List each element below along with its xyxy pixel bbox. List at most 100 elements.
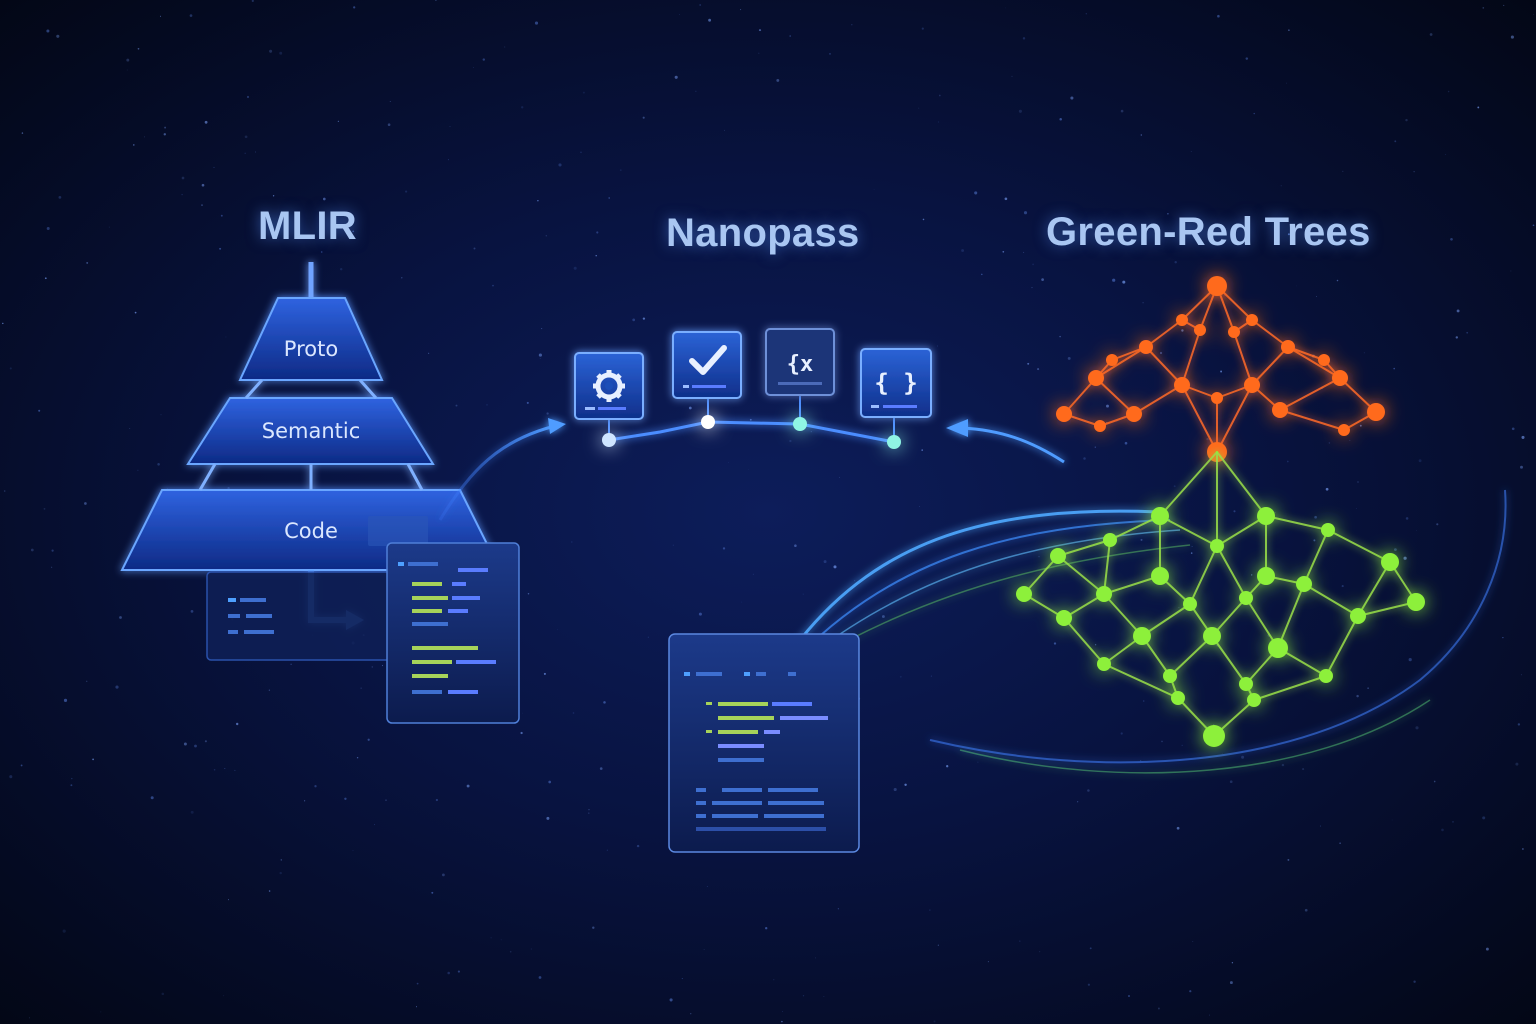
star [268,890,271,892]
star [802,593,804,595]
tree-edge [1181,329,1201,386]
star [143,136,145,138]
star [344,797,347,800]
star [1032,263,1034,266]
star [1018,109,1022,113]
star [254,151,257,153]
star [356,757,359,759]
tree-edge [1216,545,1247,599]
tree-to-code-swoosh [798,489,1507,774]
star [543,672,546,675]
star [873,189,875,191]
title-nanopass: Nanopass [666,211,860,255]
tree-node [1103,533,1117,547]
star [1281,763,1285,767]
star [1094,446,1096,448]
star [608,197,611,199]
star [455,404,458,407]
star [815,957,816,959]
star [776,78,780,82]
star [1403,556,1407,560]
tree-edge [1103,593,1143,637]
star [435,0,437,1]
star [1511,427,1515,431]
tree-node [1367,403,1385,421]
star [789,35,792,37]
star [938,94,941,97]
star [1503,4,1505,6]
tree-node [1244,377,1260,393]
star [1356,508,1358,509]
star [279,51,283,55]
star [244,135,248,139]
star [690,1013,692,1015]
pipeline-node [887,435,901,449]
star [538,353,542,357]
star [29,1017,30,1019]
star [642,317,646,320]
braces-icon: { } [874,369,917,397]
tree-edge [1303,529,1329,585]
tree-node [1056,406,1072,422]
star [833,565,837,569]
star [30,548,34,552]
tree-node [1381,553,1399,571]
star [647,636,650,638]
star [632,318,636,322]
star [1023,251,1025,253]
star [572,712,575,714]
star [1447,90,1450,93]
star [588,809,590,811]
star [619,169,622,171]
star [9,775,13,779]
star [227,486,230,490]
star [703,949,705,950]
star [322,197,326,201]
star [937,345,938,347]
star [706,886,708,887]
star [389,101,391,102]
star [1190,150,1192,153]
star [1372,581,1374,583]
star [9,367,12,370]
nanopass-code-panel [668,633,860,853]
star [183,742,187,746]
star [538,976,542,979]
mlir-layer-semantic [186,397,435,465]
star [201,183,205,187]
star [1394,140,1397,143]
tree-node [1247,693,1261,707]
star [272,195,275,197]
star [371,666,374,668]
star [1510,270,1512,272]
star [224,767,226,770]
star [977,761,979,763]
star [1142,700,1145,702]
star [86,680,88,682]
star [918,505,920,507]
star [86,261,89,264]
star [1140,760,1142,762]
tree-edge [1189,545,1218,605]
tree-node [1056,610,1072,626]
tree-node [1183,597,1197,611]
star [119,616,122,619]
tree-edge [1253,675,1327,701]
star [1229,981,1233,985]
star [1004,7,1006,9]
star [1106,404,1109,408]
star [1037,368,1040,371]
star [1517,723,1521,726]
tree-node [1281,340,1295,354]
tree-edge [1133,384,1183,415]
star [1142,301,1144,304]
star [358,322,360,324]
star [405,190,408,193]
star [1418,459,1422,463]
star [1287,233,1290,236]
star [1433,780,1436,783]
trees-to-nanopass-arrow [946,419,1065,464]
tree-node [1151,567,1169,585]
star [374,824,376,826]
star [1087,789,1090,792]
